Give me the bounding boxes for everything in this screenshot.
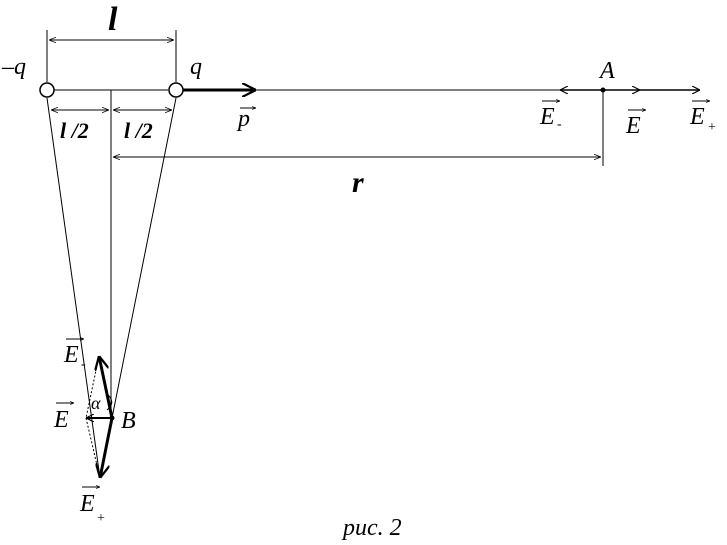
construction-dotted-top <box>85 355 100 419</box>
angle-alpha-label: α <box>91 393 101 413</box>
line-pos-charge-to-b <box>111 97 177 419</box>
e-minus-label-a: E - <box>539 101 562 132</box>
svg-text:E: E <box>53 407 69 433</box>
svg-text:E: E <box>63 342 79 368</box>
distance-label: r <box>352 166 364 199</box>
svg-text:+: + <box>708 120 716 135</box>
figure-caption: рис. 2 <box>341 515 402 541</box>
point-b-label: B <box>121 408 136 434</box>
half-right-label: l /2 <box>124 118 153 143</box>
negative-charge-label: –q <box>1 54 26 80</box>
length-dimension: l <box>46 1 177 82</box>
negative-charge <box>39 82 55 98</box>
svg-text:+: + <box>97 511 105 526</box>
e-minus-label-b: E - <box>63 339 86 372</box>
svg-text:E: E <box>689 104 705 130</box>
svg-text:E: E <box>625 113 641 139</box>
half-left-label: l /2 <box>60 118 89 143</box>
point-b <box>109 415 115 421</box>
e-total-label-a: E <box>625 110 646 139</box>
distance-dimension: r <box>113 90 604 199</box>
svg-text:E: E <box>79 491 95 517</box>
positive-charge-label: q <box>190 54 202 80</box>
svg-text:p: p <box>236 106 250 132</box>
svg-text:E: E <box>539 104 555 130</box>
svg-text:-: - <box>81 357 86 372</box>
angle-arc <box>105 392 113 411</box>
e-plus-label-a: E + <box>689 101 716 135</box>
e-plus-label-b: E + <box>79 487 105 526</box>
e-minus-at-b <box>99 356 114 419</box>
point-a-label: A <box>598 58 615 84</box>
dipole-moment-label: p <box>236 106 256 132</box>
positive-charge <box>168 82 184 98</box>
e-plus-at-b <box>100 417 114 478</box>
e-total-label-b: E <box>53 403 74 433</box>
length-label: l <box>108 1 118 38</box>
svg-text:-: - <box>557 117 562 132</box>
half-length-dimensions: l /2 l /2 <box>51 90 172 166</box>
